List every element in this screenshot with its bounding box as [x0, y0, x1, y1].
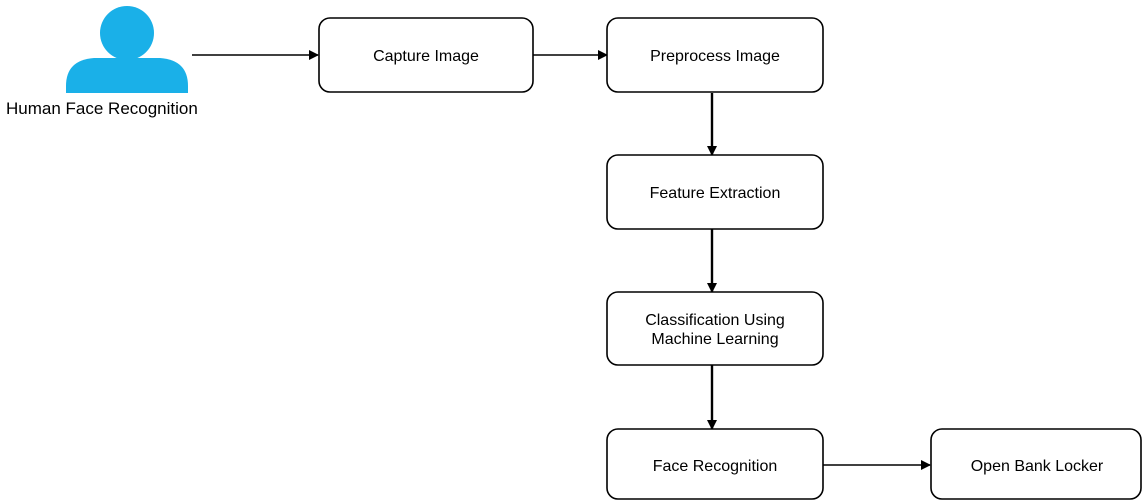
actor-label: Human Face Recognition [6, 99, 198, 118]
node-face-recognition-label: Face Recognition [653, 458, 778, 475]
node-open-bank-locker-label: Open Bank Locker [971, 458, 1104, 475]
edges [192, 50, 931, 470]
node-open-bank-locker-box [930, 428, 1142, 500]
node-preprocess-image: Preprocess Image [606, 17, 824, 93]
node-preprocess-image-label: Preprocess Image [650, 48, 780, 65]
node-face-recognition-box [606, 428, 824, 500]
node-capture-image-box [318, 17, 534, 93]
node-capture-image-label: Capture Image [373, 48, 479, 65]
user-icon-head [100, 6, 154, 60]
node-feature-extraction: Feature Extraction [606, 154, 824, 230]
node-classification-label-line1: Classification Using [645, 312, 785, 329]
node-classification: Classification Using Machine Learning [606, 291, 824, 366]
node-capture-image: Capture Image [318, 17, 534, 93]
node-face-recognition: Face Recognition [606, 428, 824, 500]
node-feature-extraction-label: Feature Extraction [650, 185, 781, 202]
node-classification-label-line2: Machine Learning [651, 331, 778, 348]
node-preprocess-image-box [606, 17, 824, 93]
node-classification-box [606, 291, 824, 366]
user-icon-body [66, 58, 188, 93]
user-icon [66, 6, 188, 93]
node-open-bank-locker: Open Bank Locker [930, 428, 1142, 500]
node-feature-extraction-box [606, 154, 824, 230]
